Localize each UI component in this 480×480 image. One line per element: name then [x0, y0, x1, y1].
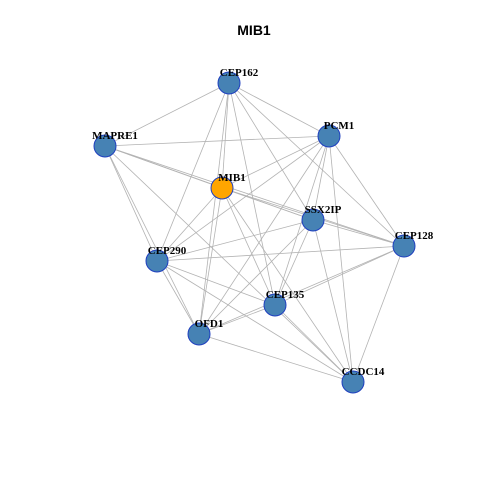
node-cep162: [217, 71, 241, 95]
edge-cep290-cep135: [156, 260, 276, 306]
edge-pcm1-ofd1: [198, 135, 330, 335]
edge-pcm1-ccdc14: [328, 135, 354, 383]
node-pcm1: [317, 124, 341, 148]
node-mib1: [210, 176, 234, 200]
edge-cep290-ofd1: [156, 260, 200, 335]
node-cep290: [145, 249, 169, 273]
edge-mapre1-pcm1: [104, 135, 330, 147]
edge-cep162-cep135: [228, 82, 276, 306]
node-cep135: [263, 293, 287, 317]
edge-mapre1-cep290: [104, 145, 158, 262]
edge-cep135-ofd1: [198, 304, 276, 335]
edge-mib1-cep290: [156, 187, 223, 262]
edge-cep162-mapre1: [104, 82, 230, 147]
node-ofd1: [187, 322, 211, 346]
edge-mapre1-ccdc14: [104, 145, 354, 383]
node-mapre1: [93, 134, 117, 158]
edge-mib1-ccdc14: [221, 187, 354, 383]
node-ssx2ip: [301, 208, 325, 232]
node-label-ssx2ip: SSX2IP: [305, 204, 342, 216]
edge-ofd1-ccdc14: [198, 333, 354, 383]
node-label-mib1: MIB1: [218, 172, 246, 184]
edge-cep128-cep290: [156, 245, 405, 262]
edge-cep128-cep135: [274, 245, 405, 306]
edge-pcm1-cep128: [328, 135, 405, 247]
edge-cep162-ofd1: [198, 82, 230, 335]
edge-mib1-ofd1: [198, 187, 223, 335]
edge-mapre1-ofd1: [104, 145, 200, 335]
edge-layer: [104, 82, 405, 383]
edge-cep128-ofd1: [198, 245, 405, 335]
graph-title: MIB1: [237, 22, 271, 38]
node-label-cep135: CEP135: [266, 289, 305, 301]
edge-pcm1-mib1: [221, 135, 330, 189]
edge-mapre1-cep128: [104, 145, 405, 247]
edge-ssx2ip-cep135: [274, 219, 314, 306]
edge-mib1-cep135: [221, 187, 276, 306]
node-cep128: [392, 234, 416, 258]
node-label-pcm1: PCM1: [324, 120, 355, 132]
node-ccdc14: [341, 370, 365, 394]
node-label-cep162: CEP162: [220, 67, 259, 79]
edge-ssx2ip-cep290: [156, 219, 314, 262]
node-label-cep128: CEP128: [395, 230, 434, 242]
edge-cep162-pcm1: [228, 82, 330, 137]
edge-ssx2ip-cep128: [312, 219, 405, 247]
edge-cep162-cep290: [156, 82, 230, 262]
edge-pcm1-ssx2ip: [312, 135, 330, 221]
edge-ssx2ip-ccdc14: [312, 219, 354, 383]
edge-cep162-ssx2ip: [228, 82, 314, 221]
edge-pcm1-cep290: [156, 135, 330, 262]
edge-cep128-ccdc14: [352, 245, 405, 383]
node-label-ccdc14: CCDC14: [342, 366, 385, 378]
edge-cep162-cep128: [228, 82, 405, 247]
node-label-cep290: CEP290: [148, 245, 187, 257]
edge-ssx2ip-ofd1: [198, 219, 314, 335]
edge-cep162-mib1: [221, 82, 230, 189]
edge-mib1-ssx2ip: [221, 187, 314, 221]
edge-cep290-ccdc14: [156, 260, 354, 383]
node-layer: [93, 71, 416, 394]
node-label-ofd1: OFD1: [195, 318, 224, 330]
node-label-mapre1: MAPRE1: [92, 130, 138, 142]
edge-cep135-ccdc14: [274, 304, 354, 383]
